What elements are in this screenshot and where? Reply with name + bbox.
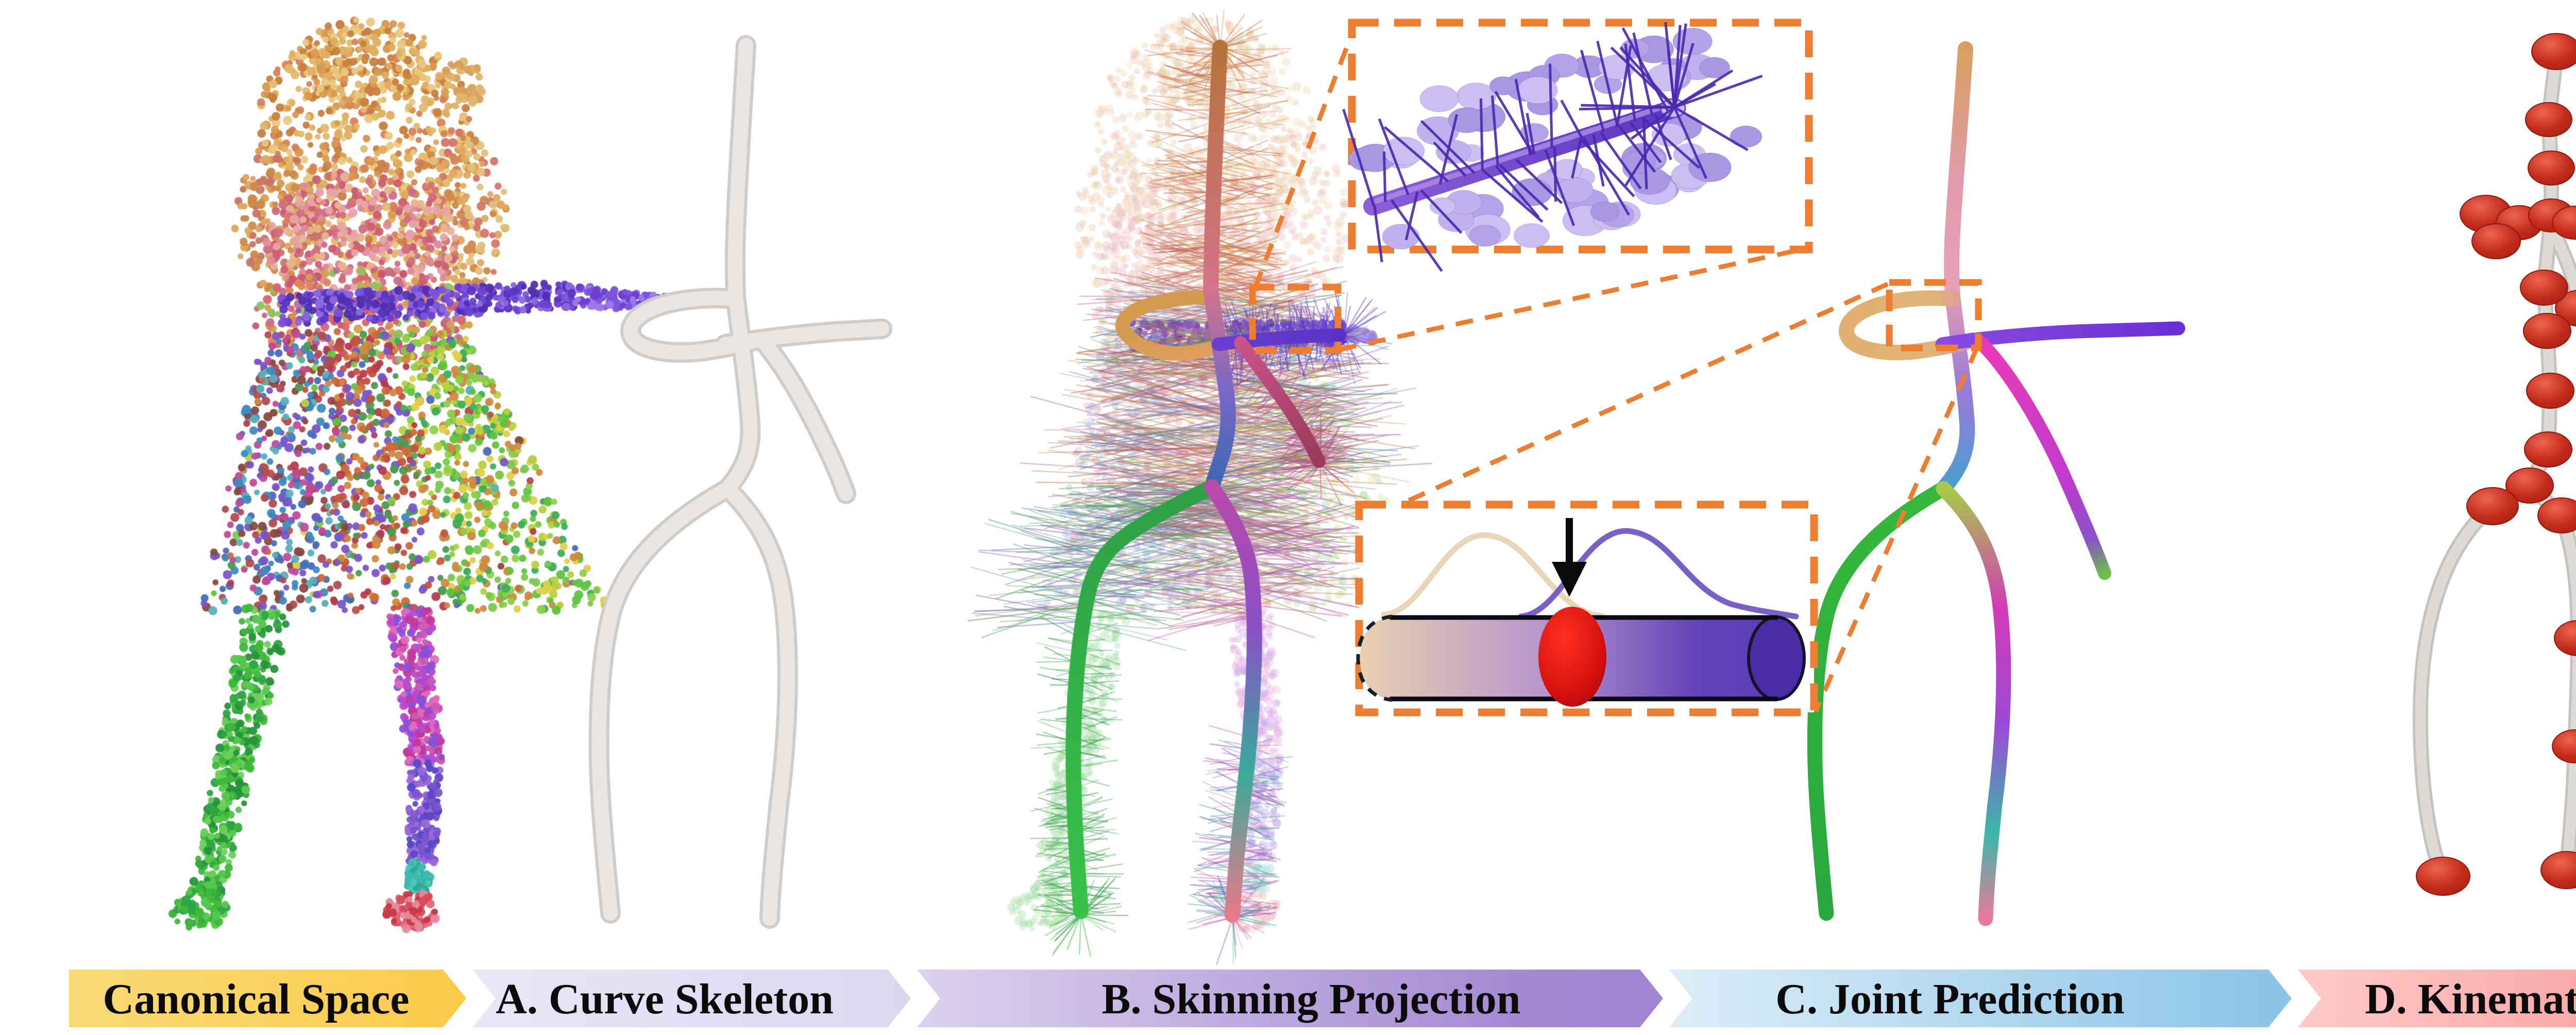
banner-segment-a <box>472 970 911 1027</box>
down-arrow-icon <box>1552 518 1587 597</box>
banner-label-b: B. Skinning Projection <box>1102 975 1521 1023</box>
banner-segment-b <box>917 970 1663 1027</box>
banner-label-d: D. Kinematic Tree <box>2365 975 2576 1023</box>
joint-spheres <box>2416 33 2576 896</box>
predicted-joint-sphere <box>1538 607 1606 707</box>
callout-rect-shoulder-joint <box>1886 279 1982 352</box>
callout-rect-skinning-arm <box>1249 283 1342 354</box>
kinematic-tree-figure <box>2412 33 2576 896</box>
inset-joint-zoom <box>1355 500 1818 716</box>
inset-skinning-zoom <box>1342 19 1813 272</box>
banner-segment-c <box>1669 970 2292 1027</box>
banner-label-c: C. Joint Prediction <box>1775 975 2124 1023</box>
banner-segment-canonical <box>69 970 466 1027</box>
curve-skeleton-figure <box>588 35 892 929</box>
pipeline-banner: Canonical Space A. Curve Skeleton B. Ski… <box>69 970 2576 1027</box>
joint-prediction-figure <box>1807 41 2185 926</box>
projection-needles <box>1342 22 1763 272</box>
banner-label-canonical: Canonical Space <box>103 975 409 1023</box>
banner-label-a: A. Curve Skeleton <box>496 975 834 1023</box>
cylinder-end-cap <box>1747 615 1806 701</box>
bone-cylinder <box>1356 607 1806 707</box>
callout-leader-lines <box>1252 26 1980 712</box>
banner-segment-d <box>2298 970 2576 1027</box>
